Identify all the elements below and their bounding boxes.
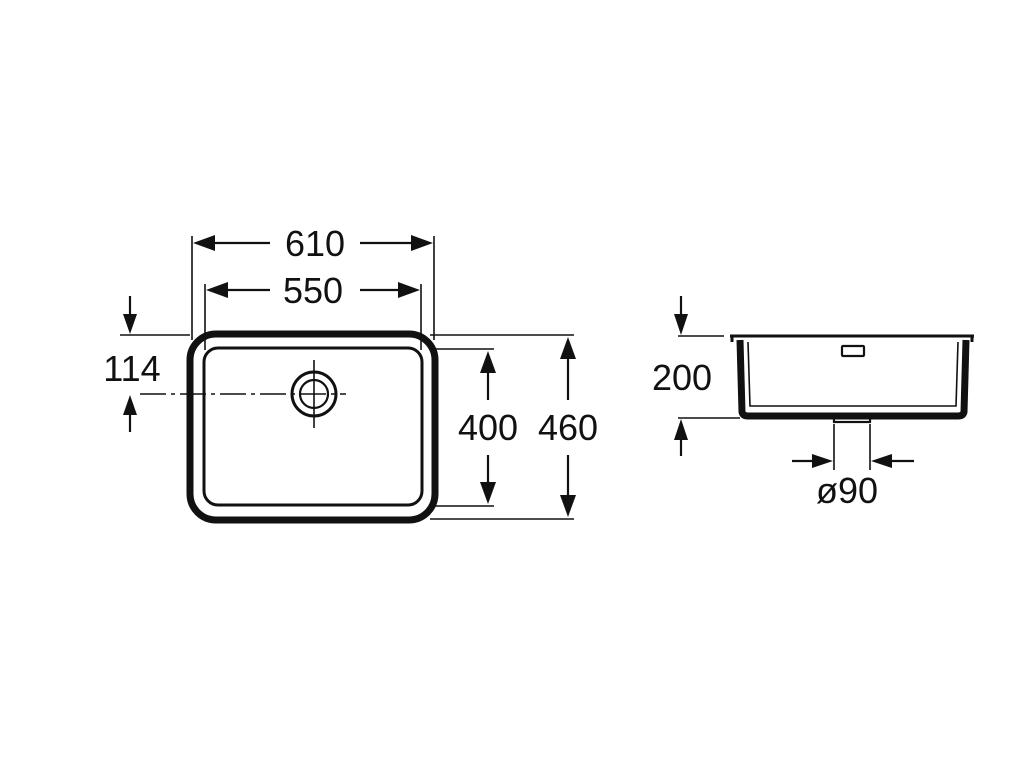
dimension-bowl-width: 550 [204,270,422,350]
label-400: 400 [458,407,518,448]
sink-side-outer [736,339,970,420]
dimension-drain-diameter: ø90 [792,424,914,511]
label-diameter-90: ø90 [816,470,878,511]
label-200: 200 [652,357,712,398]
drain-outlet [832,414,872,424]
sink-outer-rim [186,330,439,524]
label-610: 610 [285,223,345,264]
label-460: 460 [538,407,598,448]
side-view [730,334,974,424]
dimension-overall-width: 610 [191,223,435,340]
dimension-drain-offset: 114 [103,296,190,432]
overflow-slot [840,344,866,358]
sink-side-inner [747,341,959,407]
label-550: 550 [283,270,343,311]
dimension-overall-length: 460 [430,334,598,520]
dimension-bowl-length: 400 [430,348,518,507]
sink-inner-bowl [202,346,424,507]
top-view [140,330,439,524]
dimension-bowl-height: 200 [652,296,740,456]
label-114: 114 [103,348,160,389]
